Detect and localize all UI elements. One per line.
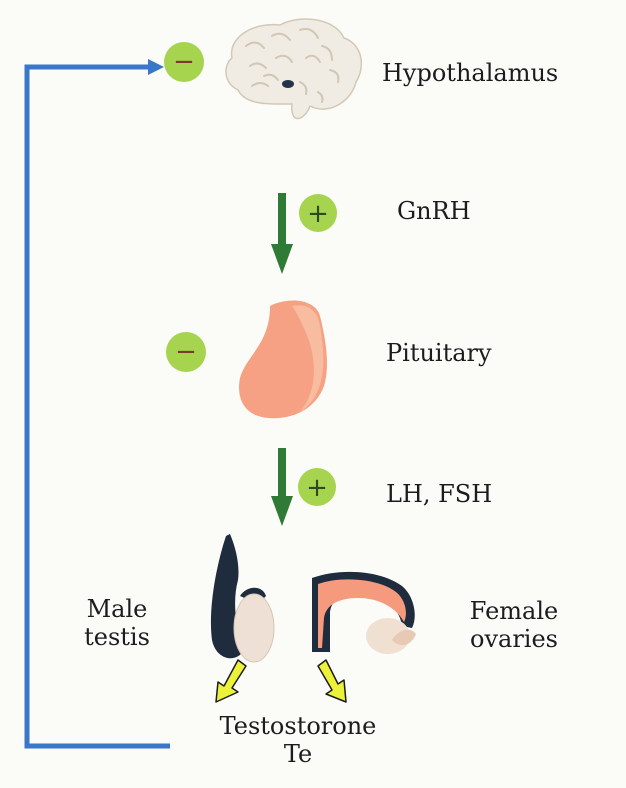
- svg-text:+: +: [306, 473, 328, 503]
- label-hypothalamus: Hypothalamus: [382, 59, 559, 87]
- down-arrow-gnrh: [271, 193, 293, 274]
- label-male-line2: testis: [84, 623, 150, 651]
- label-female-ovaries: Female ovaries: [454, 597, 574, 653]
- pituitary-icon: [239, 300, 327, 419]
- label-male-testis: Male testis: [62, 595, 172, 651]
- label-te: Te: [283, 740, 313, 768]
- feedback-loop-line: [24, 64, 170, 749]
- plus-sign-gnrh: +: [299, 194, 337, 232]
- ovary-output-arrow: [317, 659, 347, 703]
- testis-output-arrow: [215, 659, 247, 703]
- label-gnrh: GnRH: [397, 197, 471, 225]
- hypothalamus-spot: [282, 80, 294, 88]
- svg-text:+: +: [307, 199, 329, 229]
- label-male-line1: Male: [86, 595, 148, 623]
- ovary-icon: [312, 571, 416, 654]
- label-female-line2: ovaries: [470, 625, 558, 653]
- minus-sign-hypothalamus: −: [164, 42, 204, 82]
- svg-text:−: −: [175, 337, 197, 367]
- svg-text:−: −: [173, 47, 195, 77]
- label-lh-fsh: LH, FSH: [386, 480, 493, 508]
- brain-icon: [225, 18, 363, 120]
- label-female-line1: Female: [469, 597, 559, 625]
- testis-icon: [210, 534, 275, 663]
- feedback-arrowhead: [148, 59, 164, 75]
- label-pituitary: Pituitary: [386, 339, 492, 367]
- label-testosterone: Testostorone Te: [196, 712, 400, 768]
- down-arrow-lh-fsh: [271, 448, 293, 526]
- minus-sign-pituitary: −: [166, 332, 206, 372]
- label-testosterone-line1: Testostorone: [219, 712, 377, 740]
- plus-sign-lh-fsh: +: [298, 468, 336, 506]
